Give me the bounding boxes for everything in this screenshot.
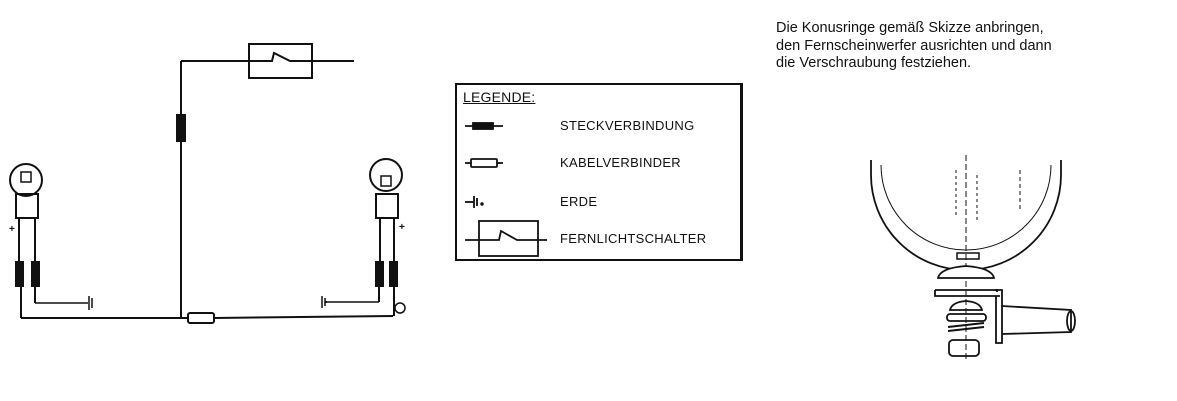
instructions-text: Die Konusringe gemäß Skizze anbringen, d… [776,20,1144,73]
steckverbindung-symbol-icon [465,122,503,130]
left-plug-connector-1 [15,261,24,287]
legend-box: LEGENDE: STECKVERBINDUNG [455,83,743,261]
vertical-plug-connector [176,114,186,142]
fernlichtschalter-symbol-icon [465,220,547,257]
kabelverbinder-symbol-icon [465,158,503,168]
right-lamp-bulb-icon [369,158,403,192]
right-terminal-ring [394,302,406,314]
right-lamp-socket [375,193,399,219]
left-lamp-bulb-icon [9,163,43,197]
left-lamp-polarity-mark: + [9,224,15,235]
instructions-line-1: Die Konusringe gemäß Skizze anbringen, [776,20,1044,36]
legend-symbols [465,122,547,257]
instructions-line-2: den Fernscheinwerfer ausrichten und dann [776,37,1052,54]
right-plug-connector-2 [389,261,398,287]
cable-connector [187,312,215,324]
legend-label-fernlichtschalter: FERNLICHTSCHALTER [560,231,707,246]
legend-label-steckverbindung: STECKVERBINDUNG [560,118,695,133]
left-plug-connector-2 [31,261,40,287]
right-lamp-polarity-mark: + [399,222,405,233]
right-plug-connector-1 [375,261,384,287]
headlight-mount-drawing [870,155,1076,360]
legend-label-erde: ERDE [560,194,598,209]
erde-symbol-icon [465,196,484,208]
instructions-line-3: die Verschraubung festziehen. [776,55,972,71]
left-lamp-socket [15,193,39,219]
legend-label-kabelverbinder: KABELVERBINDER [560,155,681,170]
legend-title: LEGENDE: [463,89,536,105]
